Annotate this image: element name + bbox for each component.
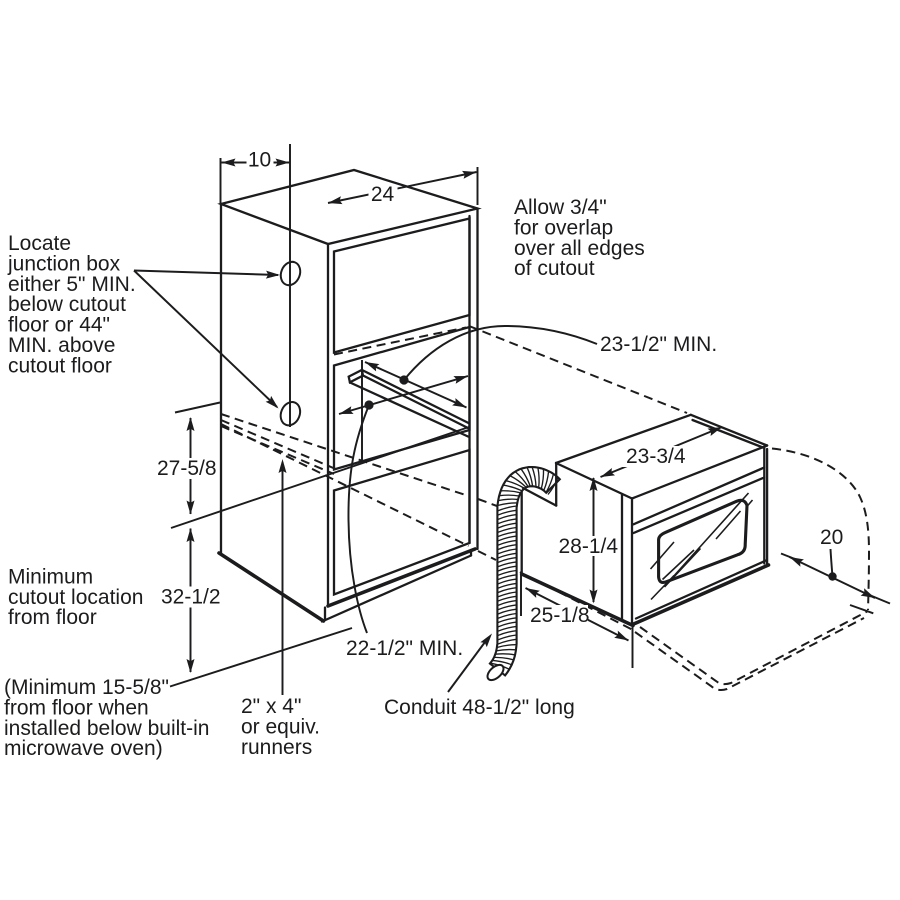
- svg-text:24: 24: [371, 183, 395, 206]
- svg-text:25-1/8: 25-1/8: [530, 604, 590, 627]
- svg-text:10: 10: [248, 149, 271, 172]
- svg-text:23-1/2" MIN.: 23-1/2" MIN.: [600, 333, 717, 356]
- svg-text:or equiv.: or equiv.: [241, 715, 320, 738]
- svg-text:from floor: from floor: [8, 606, 97, 629]
- svg-text:cutout floor: cutout floor: [8, 354, 112, 377]
- svg-text:cutout location: cutout location: [8, 586, 143, 609]
- svg-text:20: 20: [820, 526, 843, 549]
- svg-text:Minimum: Minimum: [8, 565, 93, 588]
- svg-text:(Minimum 15-5/8": (Minimum 15-5/8": [4, 676, 169, 699]
- svg-text:from floor when: from floor when: [4, 696, 149, 719]
- svg-text:of cutout: of cutout: [514, 257, 595, 280]
- svg-text:microwave oven): microwave oven): [4, 737, 163, 760]
- svg-text:Allow 3/4": Allow 3/4": [514, 196, 607, 219]
- svg-text:32-1/2: 32-1/2: [161, 586, 221, 609]
- svg-text:23-3/4: 23-3/4: [626, 445, 686, 468]
- svg-text:28-1/4: 28-1/4: [559, 535, 619, 558]
- svg-text:over all edges: over all edges: [514, 237, 645, 260]
- svg-text:Conduit 48-1/2" long: Conduit 48-1/2" long: [384, 696, 575, 719]
- svg-text:floor or 44": floor or 44": [8, 314, 110, 337]
- svg-text:either 5" MIN.: either 5" MIN.: [8, 273, 136, 296]
- svg-text:22-1/2" MIN.: 22-1/2" MIN.: [346, 637, 463, 660]
- svg-text:below cutout: below cutout: [8, 293, 126, 316]
- svg-text:for overlap: for overlap: [514, 216, 613, 239]
- svg-text:runners: runners: [241, 736, 312, 759]
- svg-text:installed below built-in: installed below built-in: [4, 717, 209, 740]
- svg-text:27-5/8: 27-5/8: [157, 457, 217, 480]
- svg-text:junction box: junction box: [7, 252, 121, 275]
- svg-text:Locate: Locate: [8, 232, 71, 255]
- svg-text:2" x 4": 2" x 4": [241, 695, 301, 718]
- svg-text:MIN. above: MIN. above: [8, 334, 115, 357]
